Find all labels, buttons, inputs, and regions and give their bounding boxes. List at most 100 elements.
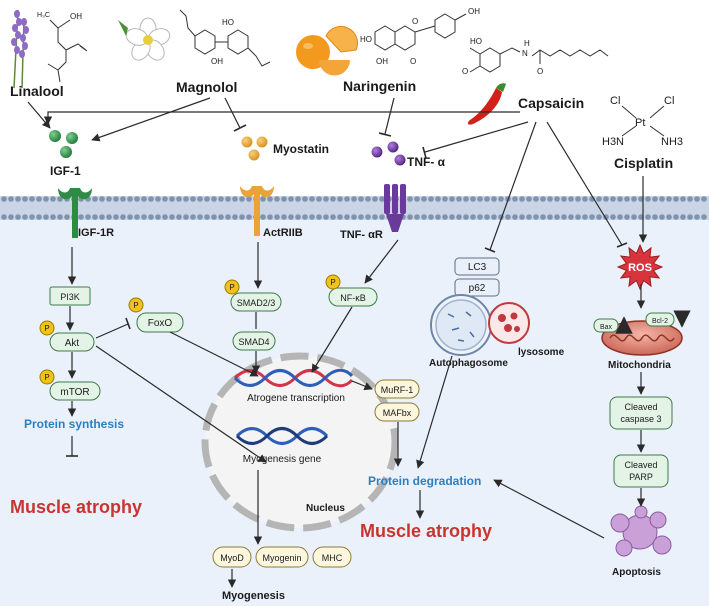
pathway-arrows bbox=[27, 97, 648, 588]
mhc-label: MHC bbox=[322, 553, 343, 563]
mtor-node bbox=[49, 381, 101, 401]
chili-pepper-icon bbox=[467, 83, 506, 125]
smad4-node bbox=[232, 331, 276, 351]
naringenin-label: Naringenin bbox=[343, 78, 416, 94]
smad4-label: SMAD4 bbox=[238, 337, 269, 347]
ros-burst-icon bbox=[616, 243, 664, 291]
mitochondria-label: Mitochondria bbox=[608, 360, 671, 371]
nfkb-phospho-badge bbox=[325, 274, 341, 290]
p62-label: p62 bbox=[469, 283, 486, 294]
tnfa-ligand-icon bbox=[371, 141, 406, 166]
naringenin-oh-right-label: OH bbox=[468, 7, 480, 16]
cleaved-caspase3-label-2: caspase 3 bbox=[620, 414, 661, 424]
smad23-phospho-badge bbox=[224, 279, 240, 295]
cleaved-parp-label-1: Cleaved bbox=[624, 460, 657, 470]
mafbx-label: MAFbx bbox=[383, 408, 412, 418]
akt-label: Akt bbox=[65, 338, 80, 349]
cisplatin-structure bbox=[621, 105, 665, 137]
smad23-phospho-label: P bbox=[229, 283, 234, 292]
foxo-node bbox=[136, 312, 184, 333]
mafbx-node bbox=[374, 402, 420, 422]
linalool-ch3-label: H₃C bbox=[37, 12, 50, 19]
muscle-atrophy-center-label: Muscle atrophy bbox=[360, 521, 492, 541]
autophagosome-icon bbox=[430, 294, 492, 356]
cisplatin-nh3-label: NH3 bbox=[661, 136, 683, 148]
apoptosis-label: Apoptosis bbox=[612, 567, 661, 578]
capsaicin-o-bottom-label: O bbox=[537, 67, 543, 76]
p62-node bbox=[454, 278, 500, 297]
akt-phospho-label: P bbox=[44, 324, 49, 333]
mtor-label: mTOR bbox=[60, 387, 89, 398]
cisplatin-cl-left-label: Cl bbox=[610, 95, 620, 107]
lc3-label: LC3 bbox=[468, 262, 487, 273]
orange-fruit-icon bbox=[296, 25, 359, 76]
lysosome-icon bbox=[488, 302, 530, 344]
apoptotic-cell-icon bbox=[610, 505, 672, 557]
myogenin-label: Myogenin bbox=[262, 553, 301, 563]
naringenin-oh-bottom-label: OH bbox=[376, 57, 388, 66]
mtor-phospho-badge bbox=[39, 369, 55, 385]
pi3k-label: PI3K bbox=[60, 292, 80, 302]
foxo-phospho-badge bbox=[128, 297, 144, 313]
protein-degradation-label: Protein degradation bbox=[368, 474, 481, 488]
igf1-label: IGF-1 bbox=[50, 164, 81, 178]
lavender-illustration bbox=[11, 9, 29, 89]
foxo-phospho-label: P bbox=[133, 301, 138, 310]
myogenesis-gene-label: Myogenesis gene bbox=[243, 454, 322, 465]
igf1r-receptor-icon bbox=[58, 188, 92, 238]
muscle-atrophy-left-label: Muscle atrophy bbox=[10, 497, 142, 517]
autophagosome-label: Autophagosome bbox=[429, 358, 508, 369]
myogenesis-dna-icon bbox=[235, 427, 329, 445]
atrogene-transcription-label: Atrogene transcription bbox=[247, 393, 345, 404]
nucleus-label: Nucleus bbox=[306, 503, 345, 514]
capsaicin-label: Capsaicin bbox=[518, 95, 584, 111]
magnolol-structure bbox=[179, 9, 271, 67]
myostatin-label: Myostatin bbox=[273, 142, 329, 156]
tnfa-label: TNF- α bbox=[407, 155, 446, 169]
pi3k-node bbox=[49, 286, 91, 306]
murf1-label: MuRF-1 bbox=[381, 385, 414, 395]
cleaved-caspase3-label-1: Cleaved bbox=[624, 402, 657, 412]
tnfar-label: TNF- αR bbox=[340, 229, 383, 241]
foxo-label: FoxO bbox=[148, 318, 173, 329]
naringenin-ho-label: HO bbox=[360, 35, 372, 44]
linalool-structure bbox=[47, 19, 88, 83]
smad23-label: SMAD2/3 bbox=[237, 298, 276, 308]
linalool-oh-label: OH bbox=[70, 12, 82, 21]
mtor-phospho-label: P bbox=[44, 373, 49, 382]
cell-membrane bbox=[0, 196, 709, 220]
akt-phospho-badge bbox=[39, 320, 55, 336]
capsaicin-o-left-label: O bbox=[462, 67, 468, 76]
cisplatin-cl-right-label: Cl bbox=[664, 95, 674, 107]
cisplatin-h3n-label: H3N bbox=[602, 136, 624, 148]
capsaicin-structure bbox=[469, 47, 609, 73]
igf1r-label: IGF-1R bbox=[78, 227, 114, 239]
myod-node bbox=[212, 546, 252, 568]
lc3-node bbox=[454, 257, 500, 276]
nfkb-node bbox=[328, 287, 378, 307]
bax-label: Bax bbox=[600, 324, 613, 331]
naringenin-structure bbox=[374, 13, 467, 51]
igf1-ligand-icon bbox=[49, 130, 78, 158]
lysosome-label: lysosome bbox=[518, 347, 565, 358]
ros-label: ROS bbox=[628, 262, 652, 274]
cleaved-parp-node bbox=[613, 454, 669, 488]
nfkb-label: NF-κB bbox=[340, 293, 366, 303]
capsaicin-ho-label: HO bbox=[470, 37, 482, 46]
murf1-node bbox=[374, 379, 420, 399]
cisplatin-pt-label: Pt bbox=[635, 117, 645, 129]
capsaicin-n-label: N bbox=[522, 49, 528, 58]
akt-node bbox=[49, 332, 95, 352]
magnolia-flower-icon bbox=[118, 17, 171, 61]
myogenesis-label: Myogenesis bbox=[222, 590, 285, 602]
magnolol-label: Magnolol bbox=[176, 79, 237, 95]
tnfar-receptor-icon bbox=[384, 184, 406, 232]
protein-synthesis-label: Protein synthesis bbox=[24, 417, 124, 431]
magnolol-ho-label: HO bbox=[222, 18, 234, 27]
nucleus bbox=[201, 352, 399, 532]
cleaved-parp-label-2: PARP bbox=[629, 472, 653, 482]
actriib-label: ActRIIB bbox=[263, 227, 303, 239]
naringenin-ring-o-label: O bbox=[412, 17, 418, 26]
